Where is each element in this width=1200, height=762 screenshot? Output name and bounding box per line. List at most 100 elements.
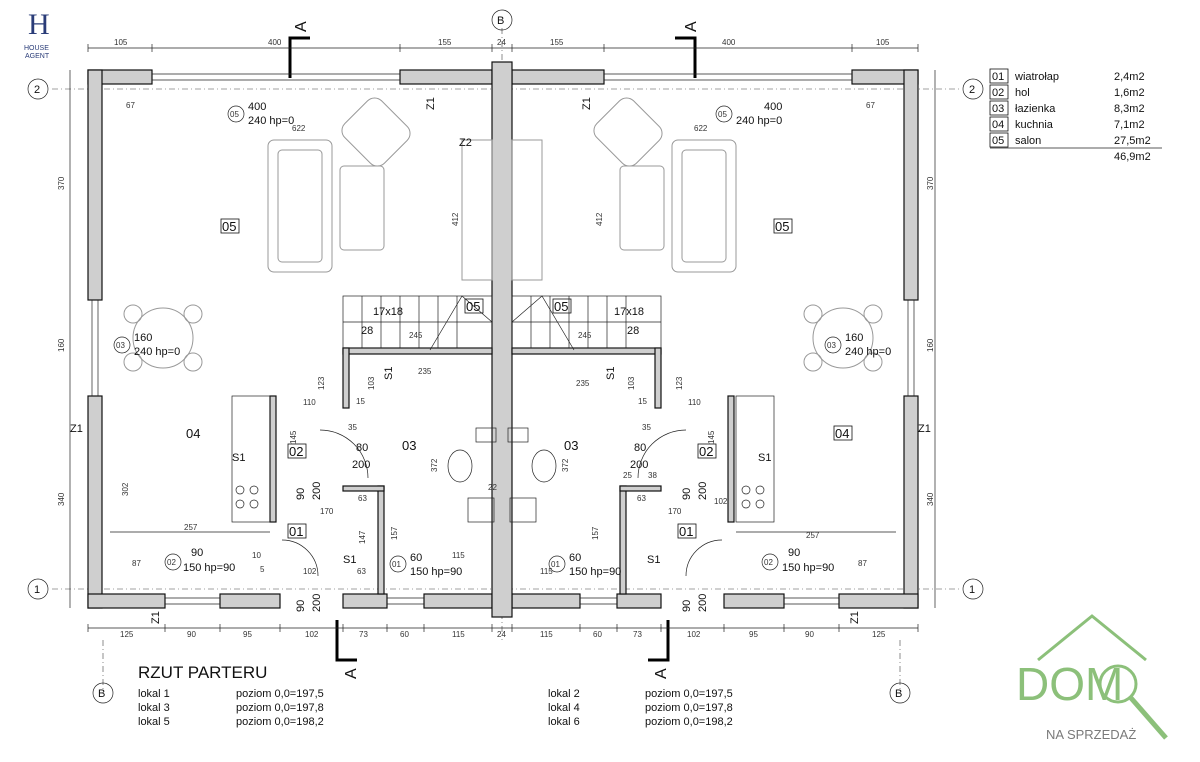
svg-text:poziom 0,0=197,5: poziom 0,0=197,5 bbox=[645, 688, 733, 700]
marker-z1-bottom-left: Z1 bbox=[150, 611, 162, 624]
svg-text:A: A bbox=[683, 21, 700, 32]
svg-text:2: 2 bbox=[34, 84, 40, 96]
svg-text:170: 170 bbox=[320, 507, 334, 516]
bottom-dim-3: 95 bbox=[243, 630, 252, 639]
svg-text:400: 400 bbox=[248, 101, 266, 113]
logo-text-sub: NA SPRZEDAŻ bbox=[1046, 727, 1136, 742]
svg-text:400: 400 bbox=[764, 101, 782, 113]
top-dim-ticks bbox=[87, 44, 919, 52]
svg-text:05: 05 bbox=[222, 219, 236, 234]
svg-text:123: 123 bbox=[675, 376, 684, 390]
bottom-dim-ticks bbox=[87, 624, 919, 632]
svg-text:115: 115 bbox=[540, 567, 553, 576]
stair-step-right: 28 bbox=[627, 325, 639, 337]
svg-text:01: 01 bbox=[551, 560, 560, 569]
svg-text:05: 05 bbox=[992, 135, 1004, 147]
house-agent-line2: AGENT bbox=[25, 53, 50, 60]
svg-text:63: 63 bbox=[358, 494, 367, 503]
section-marker-bottom-left: A bbox=[335, 620, 360, 679]
svg-text:257: 257 bbox=[806, 531, 820, 540]
svg-text:8,3m2: 8,3m2 bbox=[1114, 103, 1145, 115]
axis-bubble-1-right: 1 bbox=[962, 578, 984, 600]
svg-text:60: 60 bbox=[569, 552, 581, 564]
bottom-dim-15: 125 bbox=[872, 630, 886, 639]
svg-text:67: 67 bbox=[126, 101, 135, 110]
svg-text:lokal 4: lokal 4 bbox=[548, 702, 580, 714]
svg-text:05: 05 bbox=[466, 299, 480, 314]
svg-text:B: B bbox=[497, 15, 504, 27]
axis-bubble-2-left: 2 bbox=[27, 78, 49, 100]
house-agent-logo: H HOUSE AGENT bbox=[24, 8, 50, 60]
room-label-05-left: 05 bbox=[220, 218, 240, 234]
svg-text:02: 02 bbox=[289, 444, 303, 459]
svg-text:27,5m2: 27,5m2 bbox=[1114, 135, 1151, 147]
room-legend: 01 wiatrołap 2,4m2 02 hol 1,6m2 03 łazie… bbox=[989, 68, 1162, 163]
svg-text:01: 01 bbox=[992, 71, 1004, 83]
section-marker-top-right: A bbox=[675, 21, 700, 78]
door-label-bath-right: 80 200 bbox=[630, 442, 648, 471]
svg-text:60: 60 bbox=[410, 552, 422, 564]
bottom-dim-11: 73 bbox=[633, 630, 642, 639]
marker-s1-stair-left: S1 bbox=[383, 367, 395, 380]
room-label-05-stair-left: 05 bbox=[464, 298, 484, 314]
svg-text:35: 35 bbox=[348, 423, 357, 432]
door-label-hall-left-h: 200 bbox=[311, 482, 323, 500]
svg-text:115: 115 bbox=[452, 551, 465, 560]
svg-text:03: 03 bbox=[827, 341, 836, 350]
svg-text:150 hp=90: 150 hp=90 bbox=[183, 562, 235, 574]
svg-text:02: 02 bbox=[699, 444, 713, 459]
svg-text:80: 80 bbox=[356, 442, 368, 454]
svg-text:01: 01 bbox=[289, 524, 303, 539]
svg-text:150 hp=90: 150 hp=90 bbox=[569, 566, 621, 578]
svg-text:lokal 3: lokal 3 bbox=[138, 702, 170, 714]
svg-text:103: 103 bbox=[627, 376, 636, 390]
legend-row-04: 04 kuchnia 7,1m2 bbox=[989, 116, 1145, 132]
svg-text:372: 372 bbox=[561, 458, 570, 472]
marker-z1-top-right: Z1 bbox=[581, 97, 593, 110]
right-dim-340: 340 bbox=[926, 492, 935, 506]
svg-text:235: 235 bbox=[576, 379, 590, 388]
svg-text:245: 245 bbox=[409, 331, 423, 340]
svg-text:110: 110 bbox=[303, 398, 316, 407]
svg-text:04: 04 bbox=[186, 426, 200, 441]
svg-text:02: 02 bbox=[167, 558, 176, 567]
bottom-dim-2: 90 bbox=[187, 630, 196, 639]
svg-text:poziom 0,0=197,5: poziom 0,0=197,5 bbox=[236, 688, 324, 700]
bottom-dim-12: 102 bbox=[687, 630, 701, 639]
svg-text:05: 05 bbox=[718, 110, 727, 119]
logo-magnifier-icon bbox=[1098, 664, 1138, 704]
room-label-01-right: 01 bbox=[677, 523, 697, 539]
svg-text:1: 1 bbox=[969, 584, 975, 596]
svg-text:622: 622 bbox=[694, 124, 708, 133]
svg-text:poziom 0,0=198,2: poziom 0,0=198,2 bbox=[645, 716, 733, 728]
svg-text:A: A bbox=[343, 668, 360, 679]
legend-row-01: 01 wiatrołap 2,4m2 bbox=[989, 68, 1145, 84]
svg-text:05: 05 bbox=[775, 219, 789, 234]
section-marker-top-left: A bbox=[288, 21, 310, 78]
svg-text:03: 03 bbox=[564, 438, 578, 453]
svg-text:salon: salon bbox=[1015, 135, 1041, 147]
svg-text:123: 123 bbox=[317, 376, 326, 390]
svg-text:150 hp=90: 150 hp=90 bbox=[410, 566, 462, 578]
top-dim-5: 155 bbox=[550, 38, 564, 47]
room-label-03-right: 03 bbox=[564, 438, 578, 453]
svg-text:200: 200 bbox=[630, 459, 648, 471]
window-tag-01-right: 01 60 150 hp=90 bbox=[548, 552, 621, 578]
door-label-entry-left-w: 90 bbox=[295, 600, 307, 612]
marker-s1-kitchen-right: S1 bbox=[758, 452, 771, 464]
svg-text:170: 170 bbox=[668, 507, 682, 516]
svg-text:05: 05 bbox=[554, 299, 568, 314]
svg-text:302: 302 bbox=[121, 482, 130, 496]
axis-bubble-b-right: B bbox=[889, 682, 911, 704]
door-label-hall-left-w: 90 bbox=[295, 488, 307, 500]
window-tag-02-left: 02 90 150 hp=90 bbox=[164, 547, 235, 574]
staircase-right bbox=[511, 295, 662, 351]
top-dim-1: 105 bbox=[114, 38, 128, 47]
svg-text:04: 04 bbox=[992, 119, 1004, 131]
svg-text:A: A bbox=[653, 668, 670, 679]
windows bbox=[91, 73, 915, 605]
door-label-entry-right-w: 90 bbox=[681, 600, 693, 612]
top-dim-6: 400 bbox=[722, 38, 736, 47]
logo-text-dom: DOM bbox=[1016, 658, 1123, 710]
